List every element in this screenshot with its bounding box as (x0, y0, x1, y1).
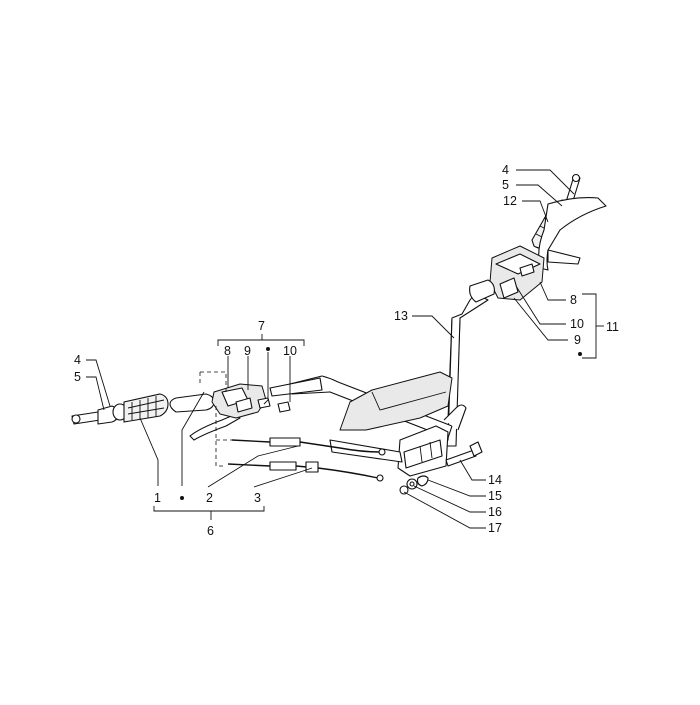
callout-13: 13 (394, 309, 408, 323)
leader-lines (86, 169, 604, 529)
bolt-and-washers (399, 441, 483, 495)
callout-left-6: 6 (207, 524, 214, 538)
callout-17: 17 (488, 521, 502, 535)
callout-left-10: 10 (283, 344, 297, 358)
callout-right-11: 11 (606, 320, 619, 334)
callout-right-4: 4 (502, 163, 509, 177)
callout-16: 16 (488, 505, 502, 519)
callout-left-2: 2 (206, 491, 213, 505)
left-grip-assembly (71, 371, 323, 441)
callout-right-10: 10 (570, 317, 584, 331)
callout-left-7: 7 (258, 319, 265, 333)
callout-right-12: 12 (503, 194, 517, 208)
callout-14: 14 (488, 473, 502, 487)
callout-left-5: 5 (74, 370, 81, 384)
callout-left-4: 4 (74, 353, 81, 367)
callout-left-3: 3 (254, 491, 261, 505)
handlebar-frame (289, 294, 489, 477)
cables (215, 406, 386, 482)
right-grip-assembly (469, 173, 607, 303)
callout-right-9: 9 (574, 333, 581, 347)
callout-right-8: 8 (570, 293, 577, 307)
callout-left-9: 9 (244, 344, 251, 358)
callout-labels: 4 5 1 2 3 6 7 8 9 10 4 5 12 8 10 9 11 13… (74, 163, 619, 538)
callout-left-8: 8 (224, 344, 231, 358)
callout-15: 15 (488, 489, 502, 503)
callout-left-1: 1 (154, 491, 161, 505)
callout-right-5: 5 (502, 178, 509, 192)
